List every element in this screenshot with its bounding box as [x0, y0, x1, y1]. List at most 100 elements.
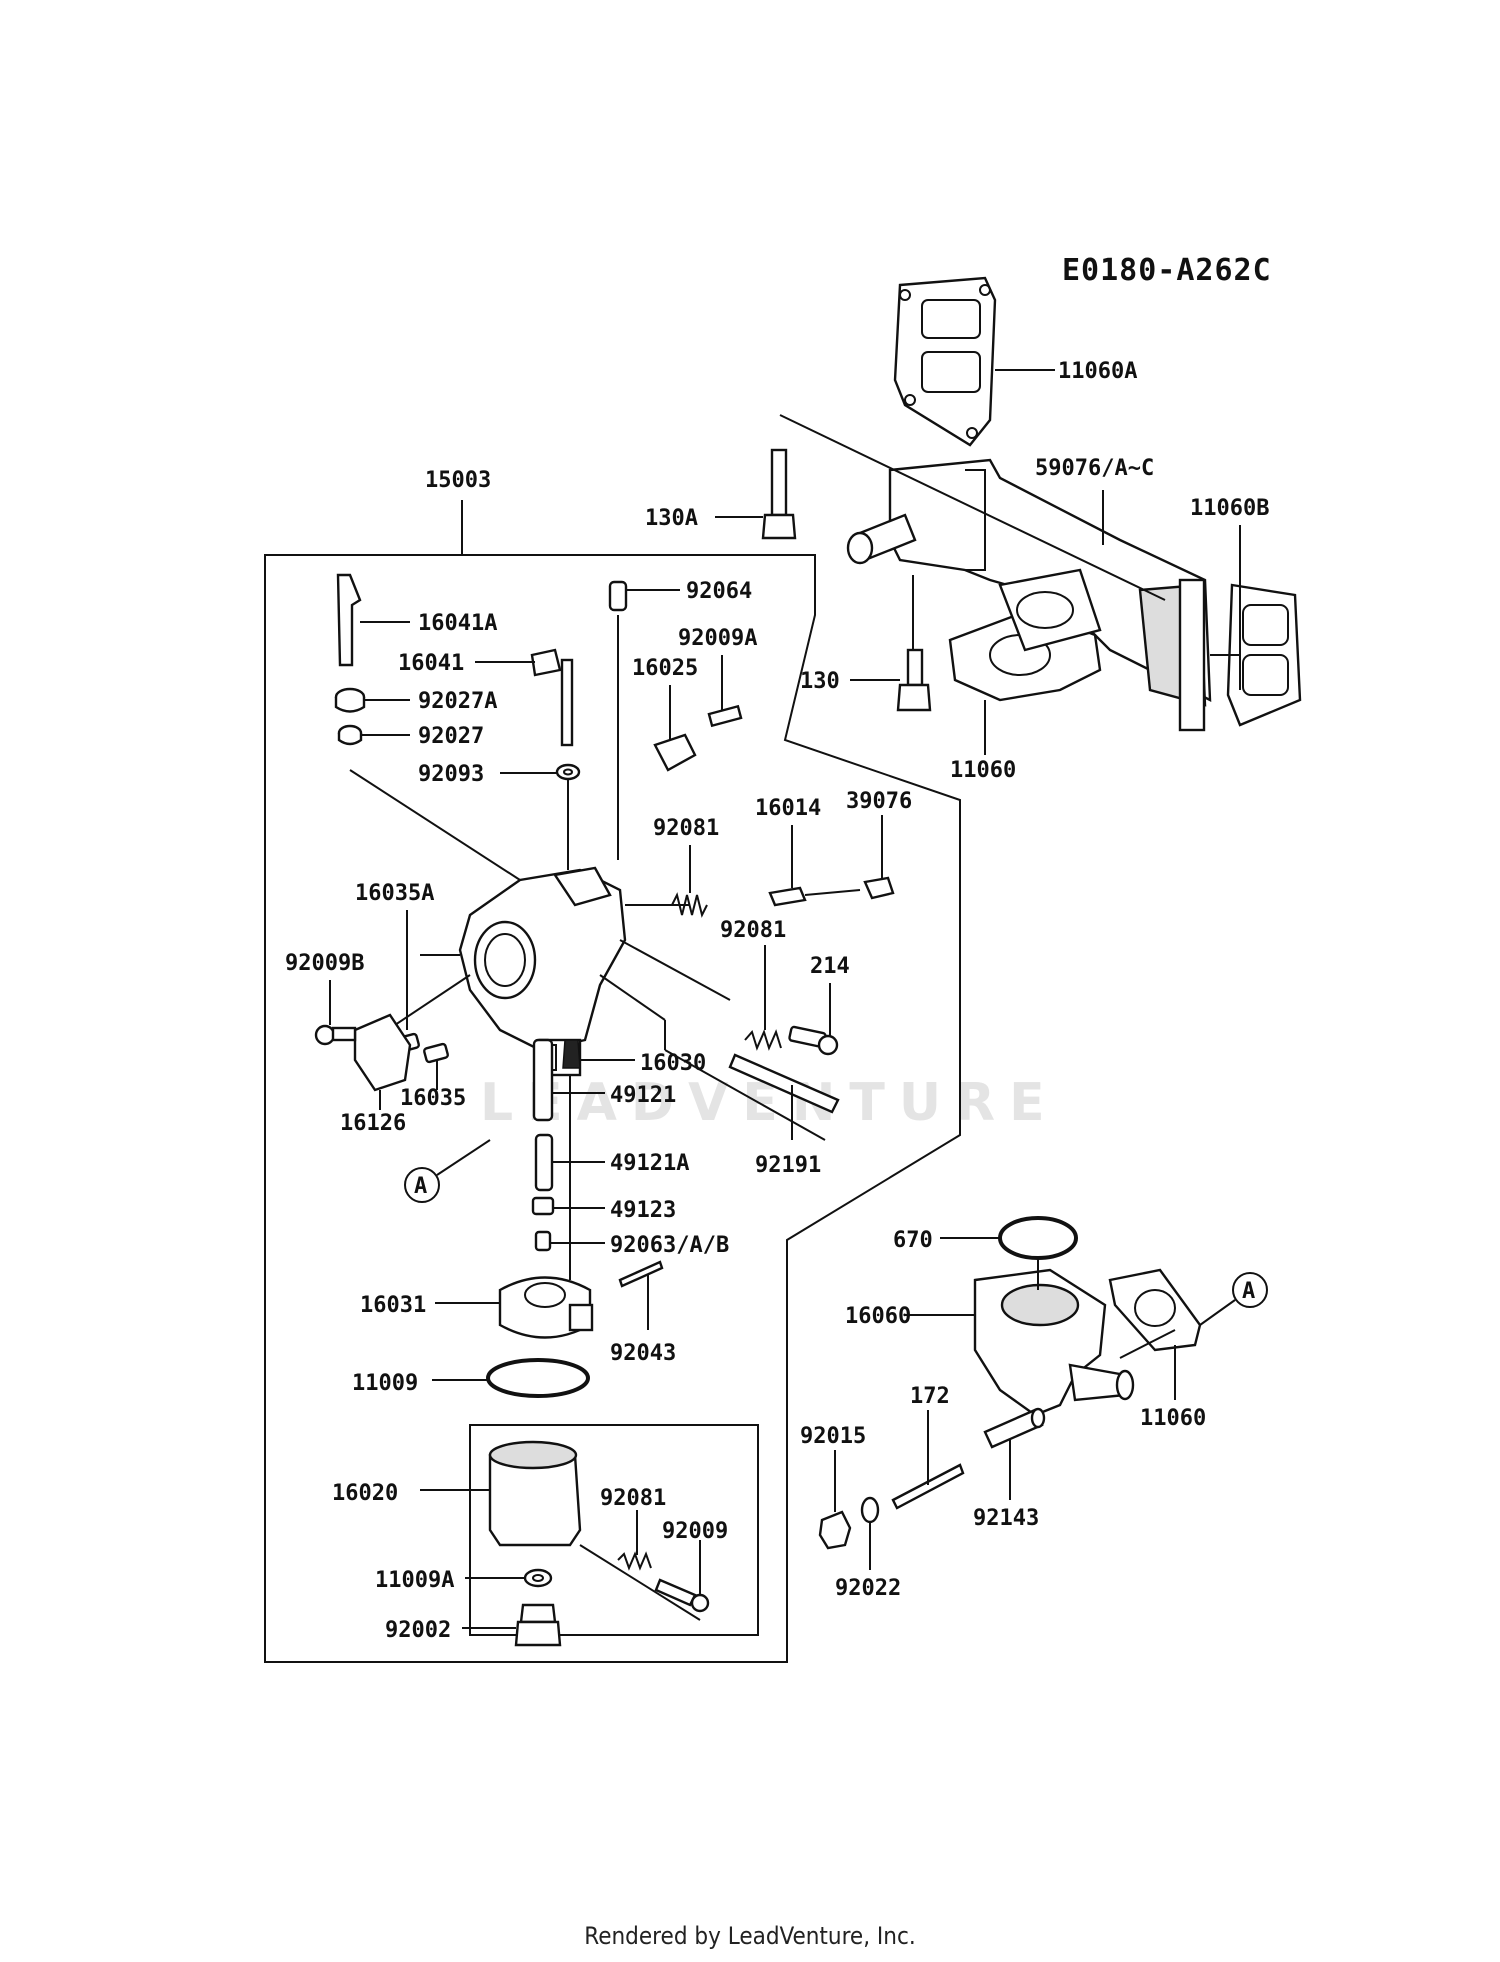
- callout-a-right-text: A: [1242, 1279, 1255, 1304]
- float-16031: [498, 1276, 594, 1339]
- nut-92015: [818, 1510, 852, 1550]
- label-92191: 92191: [755, 1153, 821, 1178]
- label-16126: 16126: [340, 1111, 406, 1136]
- label-16030: 16030: [640, 1051, 706, 1076]
- leader-bowl-axis: [579, 1544, 701, 1621]
- label-59076: 59076/A~C: [1035, 456, 1154, 481]
- jet-49123: [531, 1196, 555, 1216]
- label-92143: 92143: [973, 1506, 1039, 1531]
- label-92081c: 92081: [600, 1486, 666, 1511]
- manifold-flange-bore: [1016, 591, 1074, 629]
- label-92043: 92043: [610, 1341, 676, 1366]
- label-11060B: 11060B: [1190, 496, 1269, 521]
- cap-39076: [863, 876, 895, 900]
- needle-92043: [618, 1260, 664, 1288]
- label-11009: 11009: [352, 1371, 418, 1396]
- label-92027A: 92027A: [418, 689, 497, 714]
- spring-92081-upper: [671, 892, 708, 918]
- label-92063: 92063/A/B: [610, 1233, 729, 1258]
- label-16041: 16041: [398, 651, 464, 676]
- washer-11009A: [523, 1568, 553, 1588]
- callout-a-left-text: A: [414, 1174, 427, 1199]
- label-16014: 16014: [755, 796, 821, 821]
- washer-92022: [860, 1496, 880, 1524]
- label-92009: 92009: [662, 1519, 728, 1544]
- assembly-outline: [264, 554, 961, 1663]
- label-11060A: 11060A: [1058, 359, 1137, 384]
- leader-11060-bottom-tie: [1119, 1329, 1176, 1359]
- oring-670: [998, 1216, 1078, 1260]
- label-16041A: 16041A: [418, 611, 497, 636]
- label-130: 130: [800, 669, 840, 694]
- label-11060-bottom: 11060: [1140, 1406, 1206, 1431]
- label-49123: 49123: [610, 1198, 676, 1223]
- leader-carb-axis-c: [619, 939, 731, 1001]
- screw-16014: [768, 886, 807, 907]
- leader-callout-a-right: [1199, 1299, 1236, 1326]
- screw-92009: [654, 1578, 710, 1613]
- sleeve-92143: [983, 1407, 1046, 1449]
- diagram-code: E0180-A262C: [1062, 253, 1272, 288]
- leader-callout-a-left: [436, 1139, 491, 1176]
- plug-92027A: [334, 687, 366, 713]
- screw-92009A: [707, 704, 743, 728]
- bolt-130A: [761, 448, 797, 540]
- label-39076: 39076: [846, 789, 912, 814]
- screw-92064: [608, 580, 628, 612]
- shaft-16041: [530, 648, 574, 747]
- screw-92009B: [314, 1024, 357, 1046]
- label-92022: 92022: [835, 1576, 901, 1601]
- oring-11009: [486, 1358, 590, 1398]
- label-16025: 16025: [632, 656, 698, 681]
- bowl-16020: [488, 1440, 582, 1547]
- label-11060-top: 11060: [950, 758, 1016, 783]
- jet-92063: [534, 1230, 552, 1252]
- bolt-92002: [514, 1603, 562, 1647]
- leader-carb-axis-a: [349, 769, 521, 881]
- label-16035: 16035: [400, 1086, 466, 1111]
- label-92009B: 92009B: [285, 951, 364, 976]
- label-92015: 92015: [800, 1424, 866, 1449]
- label-49121A: 49121A: [610, 1151, 689, 1176]
- bolt-130: [896, 648, 932, 712]
- label-11009A: 11009A: [375, 1568, 454, 1593]
- label-670: 670: [893, 1228, 933, 1253]
- label-16020: 16020: [332, 1481, 398, 1506]
- leader-carb-axis-d: [599, 974, 666, 1021]
- watermark-text: LEADVENTURE: [480, 1073, 1059, 1133]
- label-16060: 16060: [845, 1304, 911, 1329]
- label-92002: 92002: [385, 1618, 451, 1643]
- leader-carb-axis-f: [664, 1049, 826, 1141]
- label-130A: 130A: [645, 506, 698, 531]
- callout-a-right: [1232, 1272, 1268, 1308]
- float-bowl-subgroup: [469, 1424, 759, 1636]
- stud-172: [891, 1463, 965, 1510]
- label-172: 172: [910, 1384, 950, 1409]
- jet-16030: [562, 1039, 581, 1069]
- screw-214: [788, 1025, 839, 1056]
- label-16035A: 16035A: [355, 881, 434, 906]
- spring-92081-bowl: [617, 1551, 652, 1571]
- carburetor-body: [458, 866, 627, 1077]
- label-92081a: 92081: [653, 816, 719, 841]
- gasket-11060-bottom: [1108, 1268, 1202, 1352]
- label-49121: 49121: [610, 1083, 676, 1108]
- plate-16126: [353, 1013, 412, 1092]
- footer-credit: Rendered by LeadVenture, Inc.: [584, 1922, 916, 1950]
- screw-16035: [423, 1042, 449, 1064]
- label-92093: 92093: [418, 762, 484, 787]
- tube-49121A: [534, 1133, 554, 1192]
- plug-92027: [337, 724, 363, 746]
- label-92064: 92064: [686, 579, 752, 604]
- gasket-11060A: [893, 276, 997, 447]
- lever-16041A: [336, 573, 362, 667]
- plate-16025: [653, 733, 697, 772]
- label-15003: 15003: [425, 468, 491, 493]
- label-214: 214: [810, 954, 850, 979]
- manifold-flange: [998, 568, 1102, 652]
- leader-16014-axis: [804, 889, 861, 896]
- pin-92191: [728, 1053, 840, 1114]
- tube-49121: [532, 1038, 554, 1122]
- elbow-16060: [973, 1268, 1135, 1417]
